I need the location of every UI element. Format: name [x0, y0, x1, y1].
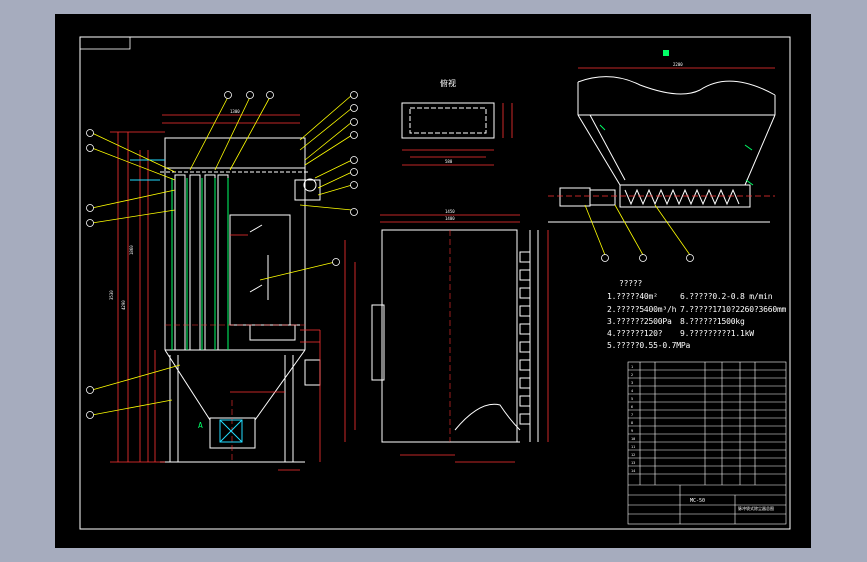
dim-1450: 1450: [445, 209, 455, 214]
svg-text:12: 12: [631, 453, 635, 457]
pulse-valves: [519, 230, 539, 442]
svg-text:4: 4: [631, 389, 633, 393]
dim-580: 580: [445, 159, 453, 164]
spec-6: 6.?????0.2-0.8 m/min: [680, 292, 773, 301]
svg-text:13: 13: [631, 461, 635, 465]
dim-1860: 1860: [129, 245, 134, 255]
svg-text:3: 3: [631, 381, 633, 385]
svg-text:8: 8: [631, 421, 633, 425]
outer-frame: [79, 36, 791, 530]
parts-list: [627, 361, 787, 525]
dimension-lines-left: [110, 114, 321, 471]
dim-1400: 1400: [445, 216, 455, 221]
svg-text:1: 1: [631, 365, 633, 369]
spec-1: 1.?????40m²: [607, 292, 658, 301]
plan-view-small: [401, 102, 495, 139]
view-a-marker: [663, 50, 669, 56]
dim-1300: 1300: [230, 109, 240, 114]
hatch-strips: [171, 178, 229, 350]
front-view: [160, 137, 321, 463]
dim-4290: 4290: [121, 300, 126, 310]
leader-lines: [91, 94, 353, 416]
svg-text:10: 10: [631, 437, 635, 441]
spec-4: 4.??????120?: [607, 329, 663, 338]
callout-balloons: [86, 91, 358, 419]
cyan-marks: [130, 159, 243, 443]
svg-text:14: 14: [631, 469, 635, 473]
specs-title: ?????: [619, 279, 643, 288]
screw-flights: [624, 188, 740, 206]
spec-3: 3.??????2500Pa: [607, 317, 672, 326]
dim-total-height: 3530: [109, 290, 114, 300]
svg-text:9: 9: [631, 429, 633, 433]
spec-9: 9.?????????1.1kW: [680, 329, 754, 338]
svg-text:7: 7: [631, 413, 633, 417]
drawing-name: 脉冲袋式除尘器总图: [738, 505, 774, 511]
drawing-sheet: A 俯视: [55, 14, 811, 548]
drawing-number: MC-50: [690, 498, 705, 504]
spec-8: 8.??????1500kg: [680, 317, 745, 326]
side-view: [371, 229, 521, 443]
cad-drawing: A 俯视: [79, 36, 791, 530]
svg-text:2: 2: [631, 373, 633, 377]
svg-text:6: 6: [631, 405, 633, 409]
dim-2200: 2200: [673, 62, 683, 67]
spec-7: 7.?????1710?2260?3660mm: [680, 305, 787, 314]
spec-2: 2.?????5400m³/h: [607, 305, 677, 314]
spec-5: 5.?????0.55-0.7MPa: [607, 341, 691, 350]
plan-view-title: 俯视: [440, 78, 456, 88]
conveyor-view: [548, 76, 776, 223]
svg-text:11: 11: [631, 445, 635, 449]
corner-box: [79, 36, 131, 50]
section-label-a: A: [198, 421, 203, 430]
center-lines: [165, 324, 305, 460]
svg-text:5: 5: [631, 397, 633, 401]
